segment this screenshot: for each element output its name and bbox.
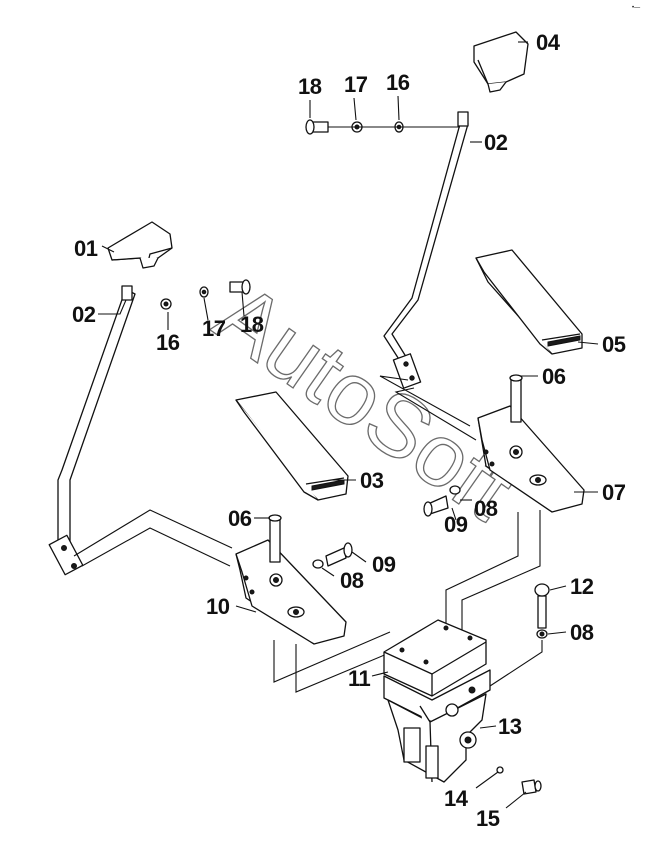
callout-09-left: 09 xyxy=(372,552,396,577)
callout-01: 01 xyxy=(74,236,98,261)
callout-18-top: 18 xyxy=(298,74,322,99)
valve-body xyxy=(383,669,542,795)
leader-lines xyxy=(98,41,599,809)
corner-mark: •— xyxy=(632,5,640,11)
callout-18-left: 18 xyxy=(240,312,264,337)
callout-08-right: 08 xyxy=(474,496,498,521)
callout-04: 04 xyxy=(536,30,561,55)
left-pedal-bracket xyxy=(235,539,347,645)
right-pin-set xyxy=(305,119,460,135)
callout-08-lower: 08 xyxy=(570,620,594,645)
callout-13: 13 xyxy=(498,714,522,739)
callout-02-left: 02 xyxy=(72,302,96,327)
callout-06-right: 06 xyxy=(542,364,566,389)
callout-02-right: 02 xyxy=(484,130,508,155)
callout-17-left: 17 xyxy=(202,316,226,341)
callout-05: 05 xyxy=(602,332,626,357)
callout-14: 14 xyxy=(444,786,469,811)
callout-17-top: 17 xyxy=(344,72,368,97)
callout-15: 15 xyxy=(476,806,500,831)
callout-16-top: 16 xyxy=(386,70,410,95)
right-lever-handle xyxy=(473,31,529,93)
right-bracket-hardware xyxy=(423,374,523,517)
callout-03: 03 xyxy=(360,468,384,493)
right-pedal-pad xyxy=(475,249,583,355)
callout-11: 11 xyxy=(348,666,371,691)
right-pedal-bracket xyxy=(477,405,585,513)
valve-top-plate xyxy=(383,619,487,697)
left-bracket-hardware xyxy=(268,514,353,569)
left-pedal-pad xyxy=(235,391,349,501)
callout-12: 12 xyxy=(570,574,594,599)
right-pedal-linkage xyxy=(379,375,541,636)
left-linkage-rods xyxy=(273,631,407,693)
left-pin-set xyxy=(160,279,251,310)
left-lever-handle xyxy=(107,221,173,269)
callout-08-left: 08 xyxy=(340,568,364,593)
callout-16-left: 16 xyxy=(156,330,180,355)
left-lever-rod xyxy=(48,285,136,576)
left-pedal-linkage xyxy=(73,509,233,567)
right-lever-rod xyxy=(383,111,469,389)
callout-10: 10 xyxy=(206,594,230,619)
callout-09-right: 09 xyxy=(444,512,468,537)
callout-06-left: 06 xyxy=(228,506,252,531)
callout-07: 07 xyxy=(602,480,626,505)
valve-bolt-and-washer xyxy=(489,583,550,687)
